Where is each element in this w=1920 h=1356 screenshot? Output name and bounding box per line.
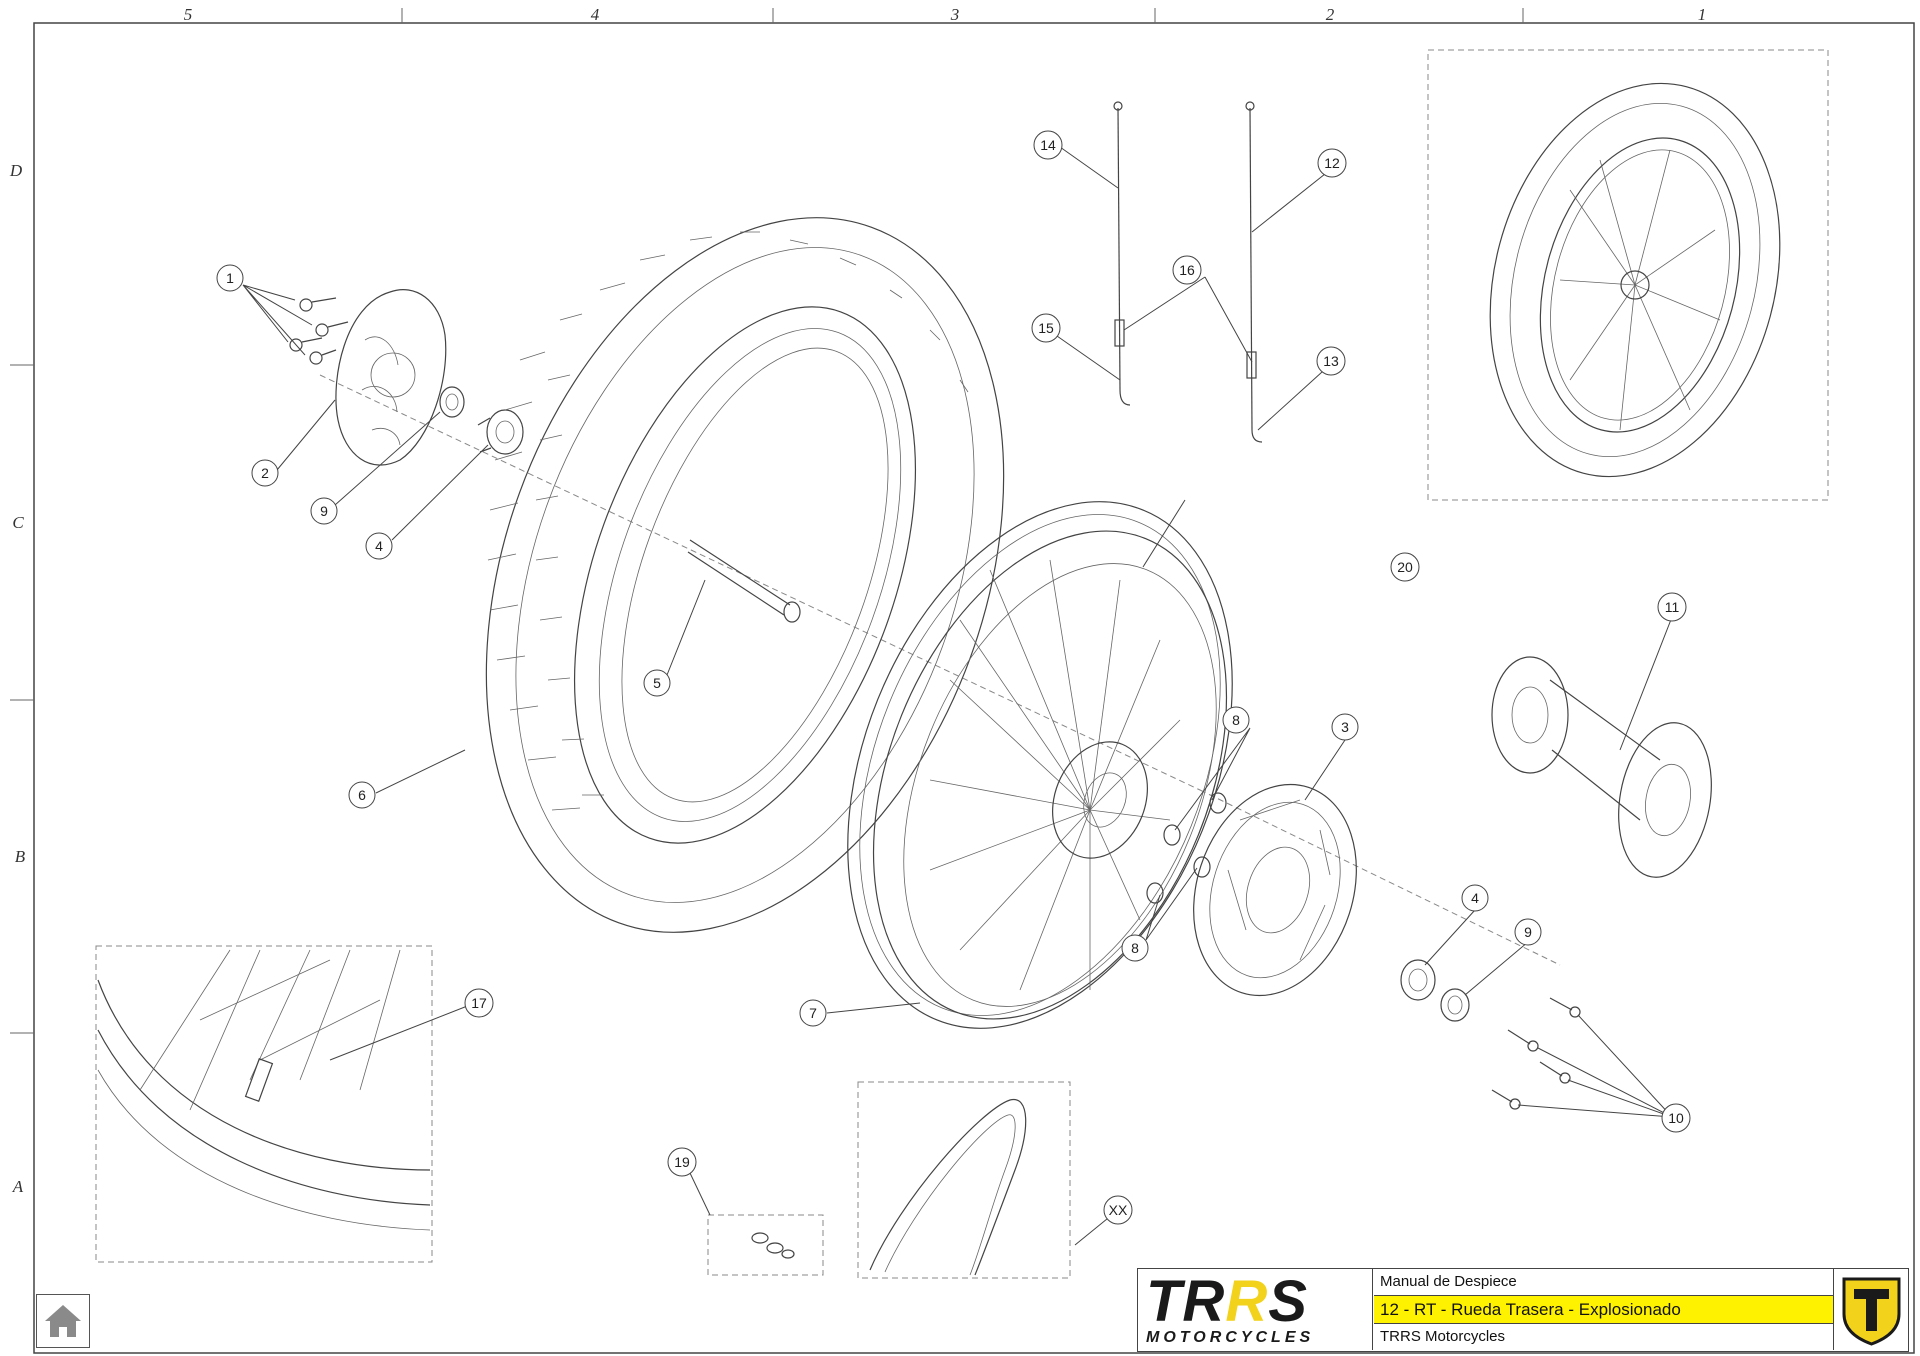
svg-text:6: 6 [358,787,366,803]
svg-text:16: 16 [1179,262,1195,278]
callouts: 1 2 9 4 5 6 7 8 8 3 4 9 10 11 12 13 14 1… [216,130,1691,1225]
callout-6: 6 [348,781,376,809]
spoke-long [1113,101,1131,406]
svg-text:12: 12 [1324,155,1340,171]
callout-8-upper: 8 [1222,706,1250,734]
callout-17: 17 [464,988,494,1018]
callout-10: 10 [1661,1103,1691,1133]
callout-15: 15 [1031,313,1061,343]
rear-sprocket [1193,783,1357,997]
svg-text:19: 19 [674,1154,690,1170]
svg-text:20: 20 [1397,559,1413,575]
spoked-wheel [847,501,1233,1029]
callout-13: 13 [1316,346,1346,376]
grid-column-label: 4 [591,5,600,24]
brand-subtitle: MOTORCYCLES [1146,1329,1315,1346]
callout-7: 7 [799,999,827,1027]
brake-disc [335,289,447,466]
callout-3: 3 [1331,713,1359,741]
callout-xx: XX [1103,1195,1133,1225]
inset-chain-link [707,1214,824,1276]
rear-hub [1491,656,1712,878]
wheel-spokes [929,559,1181,991]
callout-11: 11 [1657,592,1687,622]
grid-column-label: 1 [1698,5,1707,24]
wheel-detail-closeup [97,949,431,1231]
inset-chain [857,1081,1071,1279]
callout-16: 16 [1172,255,1202,285]
svg-text:4: 4 [1471,890,1479,906]
svg-text:9: 9 [1524,924,1532,940]
callout-4-right: 4 [1461,884,1489,912]
svg-text:17: 17 [471,995,487,1011]
right-bearing [1400,959,1436,1001]
svg-text:1: 1 [226,270,234,286]
spoke-short [1245,101,1263,443]
callout-12: 12 [1317,148,1347,178]
valve-stem [687,539,801,623]
svg-text:14: 14 [1040,137,1056,153]
svg-text:10: 10 [1668,1110,1684,1126]
sprocket-spacers [1146,792,1227,904]
section-title: 12 - RT - Rueda Trasera - Explosionado [1374,1296,1833,1324]
callout-1: 1 [216,264,244,292]
grid-column-label: 2 [1326,5,1335,24]
callout-20: 20 [1390,552,1420,582]
tyre-tread-pattern [487,231,969,811]
grid-row-label: A [12,1177,24,1196]
title-block: TRRS MOTORCYCLES Manual de Despiece 12 -… [1137,1268,1909,1352]
assembled-wheel [1489,82,1781,478]
grid-row-label: B [15,847,26,866]
callout-9-right: 9 [1514,918,1542,946]
callout-14: 14 [1033,130,1063,160]
rear-tyre [485,217,1005,933]
svg-text:7: 7 [809,1005,817,1021]
grid-column-ticks [401,8,1524,23]
svg-text:3: 3 [1341,719,1349,735]
callout-8-lower: 8 [1121,934,1149,962]
brand-wordmark: TRRS [1146,1269,1308,1334]
drawing-frame [33,22,1915,1354]
svg-text:XX: XX [1109,1202,1128,1218]
svg-text:11: 11 [1665,599,1680,615]
svg-text:15: 15 [1038,320,1054,336]
company-name: TRRS Motorcycles [1380,1328,1506,1345]
grid-column-label: 5 [184,5,193,24]
svg-text:2: 2 [261,465,269,481]
inset-assembled-wheel [1427,49,1829,501]
leader-lines [242,146,1673,1246]
svg-text:5: 5 [653,675,661,691]
grid-row-label: C [12,513,24,532]
manual-title: Manual de Despiece [1374,1269,1833,1296]
disc-bolts [289,297,349,365]
callout-5: 5 [643,669,671,697]
svg-text:13: 13 [1323,353,1339,369]
axle-centerline [319,374,1561,966]
callout-2: 2 [251,459,279,487]
left-spacer [439,386,465,418]
inset-wheel-detail [95,945,433,1263]
callout-9: 9 [310,497,338,525]
chain-master-link [751,1232,795,1259]
left-bearing [477,409,524,455]
drive-chain [869,1099,1027,1276]
callout-19: 19 [667,1147,697,1177]
sprocket-bolts [1491,997,1581,1110]
trrs-shield-logo-icon [1833,1269,1909,1350]
svg-text:9: 9 [320,503,328,519]
svg-text:8: 8 [1131,940,1139,956]
svg-text:8: 8 [1232,712,1240,728]
wheel-hub-disc [1052,741,1148,859]
grid-row-label: D [9,161,23,180]
grid-column-label: 3 [950,5,960,24]
home-button[interactable] [36,1294,90,1348]
svg-text:4: 4 [375,538,383,554]
grid-row-ticks [10,364,34,1034]
right-spacer [1440,988,1470,1022]
brand-logo: TRRS MOTORCYCLES [1138,1269,1373,1350]
home-icon [45,1305,81,1337]
callout-4: 4 [365,532,393,560]
